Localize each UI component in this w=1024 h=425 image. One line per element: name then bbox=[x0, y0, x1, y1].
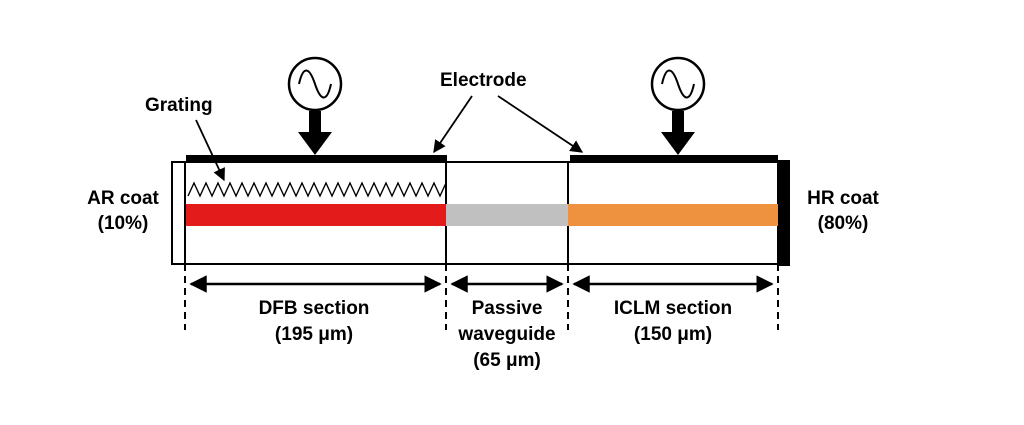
electrode-pointer-dfb bbox=[433, 95, 473, 154]
grating-label: Grating bbox=[145, 95, 213, 116]
down-arrow-icon bbox=[661, 111, 695, 155]
electrode-pointer-iclm bbox=[497, 95, 584, 153]
ar-coat-reflectivity: (10%) bbox=[98, 213, 149, 234]
iclm-section-label: ICLM section bbox=[614, 298, 732, 319]
dfb-section-length: (195 μm) bbox=[275, 324, 353, 345]
hr-coat-layer bbox=[778, 160, 790, 266]
down-arrow-icon bbox=[298, 111, 332, 155]
passive-section-label-line1: Passive bbox=[472, 298, 543, 319]
iclm-electrode bbox=[570, 155, 778, 162]
grating-pointer bbox=[195, 119, 225, 182]
ac-sine-source-icon bbox=[650, 56, 706, 112]
hr-coat-label: HR coat bbox=[807, 188, 879, 209]
dfb-active-region bbox=[186, 204, 446, 226]
grating-pattern bbox=[187, 181, 447, 198]
passive-waveguide-core bbox=[446, 204, 568, 226]
iclm-section-length: (150 μm) bbox=[634, 324, 712, 345]
dfb-electrode bbox=[186, 155, 447, 162]
dfb-section-label: DFB section bbox=[259, 298, 370, 319]
passive-section-length: (65 μm) bbox=[473, 350, 541, 371]
ar-coat-layer bbox=[171, 161, 186, 265]
ac-sine-source-icon bbox=[287, 56, 343, 112]
hr-coat-reflectivity: (80%) bbox=[818, 213, 869, 234]
electrode-label: Electrode bbox=[440, 70, 527, 91]
iclm-active-region bbox=[568, 204, 778, 226]
ar-coat-label: AR coat bbox=[87, 188, 159, 209]
passive-section-label-line2: waveguide bbox=[457, 324, 555, 345]
